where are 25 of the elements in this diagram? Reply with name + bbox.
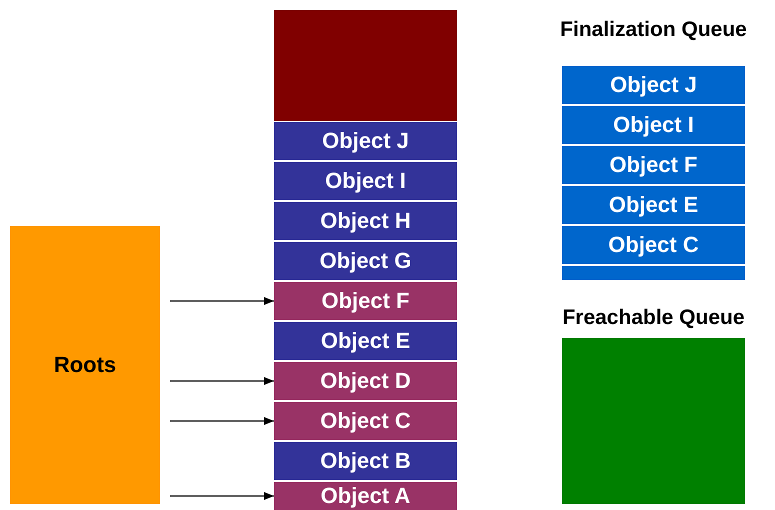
queue-entry: Object C (562, 226, 745, 264)
queue-entry: Object I (562, 106, 745, 144)
queue-panel (562, 306, 745, 504)
heap-object: Object G (274, 242, 457, 280)
heap-object: Object E (274, 322, 457, 360)
heap-object: Object D (274, 362, 457, 400)
roots-box: Roots (10, 226, 160, 504)
queue-entry: Object F (562, 146, 745, 184)
queue-heading: Freachable Queue (561, 306, 746, 330)
queue-entry: Object J (562, 66, 745, 104)
heap-object: Object C (274, 402, 457, 440)
heap-object: Object I (274, 162, 457, 200)
memory-block (274, 10, 457, 121)
heap-object: Object H (274, 202, 457, 240)
queue-slot (562, 266, 745, 280)
arrow (170, 297, 274, 305)
queue-entry: Object E (562, 186, 745, 224)
heap-object: Object F (274, 282, 457, 320)
arrow (170, 492, 274, 500)
arrow (170, 417, 274, 425)
heap-object: Object J (274, 122, 457, 160)
queue-heading: Finalization Queue (559, 18, 748, 42)
heap-object: Object B (274, 442, 457, 480)
arrow (170, 377, 274, 385)
heap-object: Object A (274, 482, 457, 510)
